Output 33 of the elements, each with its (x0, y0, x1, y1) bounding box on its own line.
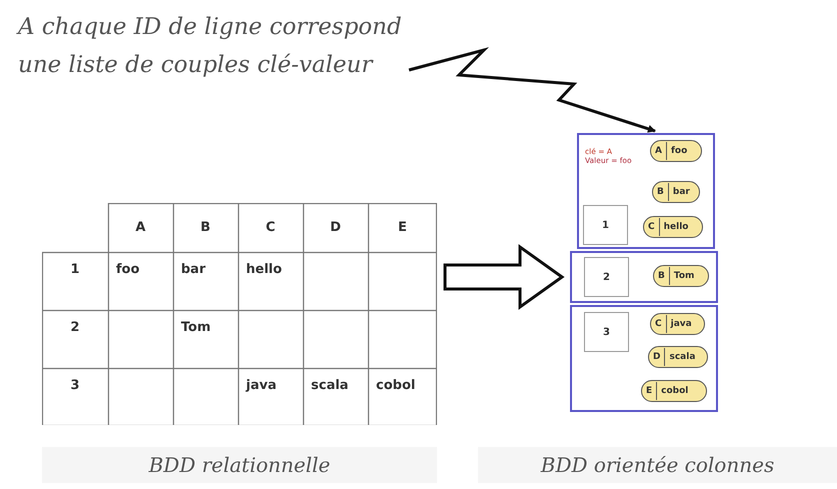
table-value: hello (245, 260, 283, 279)
key-value-pair: C hello (643, 216, 703, 238)
key-value-pair: E cobol (641, 380, 707, 402)
column-header: D (329, 219, 342, 237)
row-group-box (577, 133, 715, 249)
row-group-box (570, 305, 718, 412)
row-id: 1 (69, 260, 81, 279)
key-value-pair: C java (650, 313, 705, 335)
key-value-pair: D scala (648, 346, 708, 368)
column-header: E (397, 219, 408, 237)
row-id-box: 1 (583, 205, 628, 245)
key-value-pair: B bar (652, 181, 700, 203)
key-value-pair: B Tom (653, 265, 709, 287)
row-id: 3 (69, 376, 81, 395)
table-value: java (244, 376, 278, 395)
key-value-pair: A foo (650, 140, 702, 162)
row-id: 2 (69, 318, 81, 337)
table-value: cobol (375, 376, 416, 395)
row-id-box: 2 (584, 257, 629, 297)
table-value: Tom (180, 318, 212, 337)
row-id-box: 3 (584, 312, 629, 352)
column-header: A (134, 219, 147, 237)
lightning-arrow (408, 47, 656, 133)
block-arrow (444, 244, 565, 310)
table-value: bar (180, 260, 206, 279)
column-header: B (200, 219, 212, 237)
table-value: foo (115, 260, 141, 279)
table-value: scala (310, 376, 350, 395)
row-group-box (570, 251, 718, 303)
column-header: C (264, 219, 276, 237)
caption: BDD orientée colonnes (478, 447, 837, 483)
annotation-text: A chaque ID de ligne correspond une liste de couples clé-valeur (18, 8, 408, 88)
caption: BDD relationnelle (42, 447, 437, 483)
